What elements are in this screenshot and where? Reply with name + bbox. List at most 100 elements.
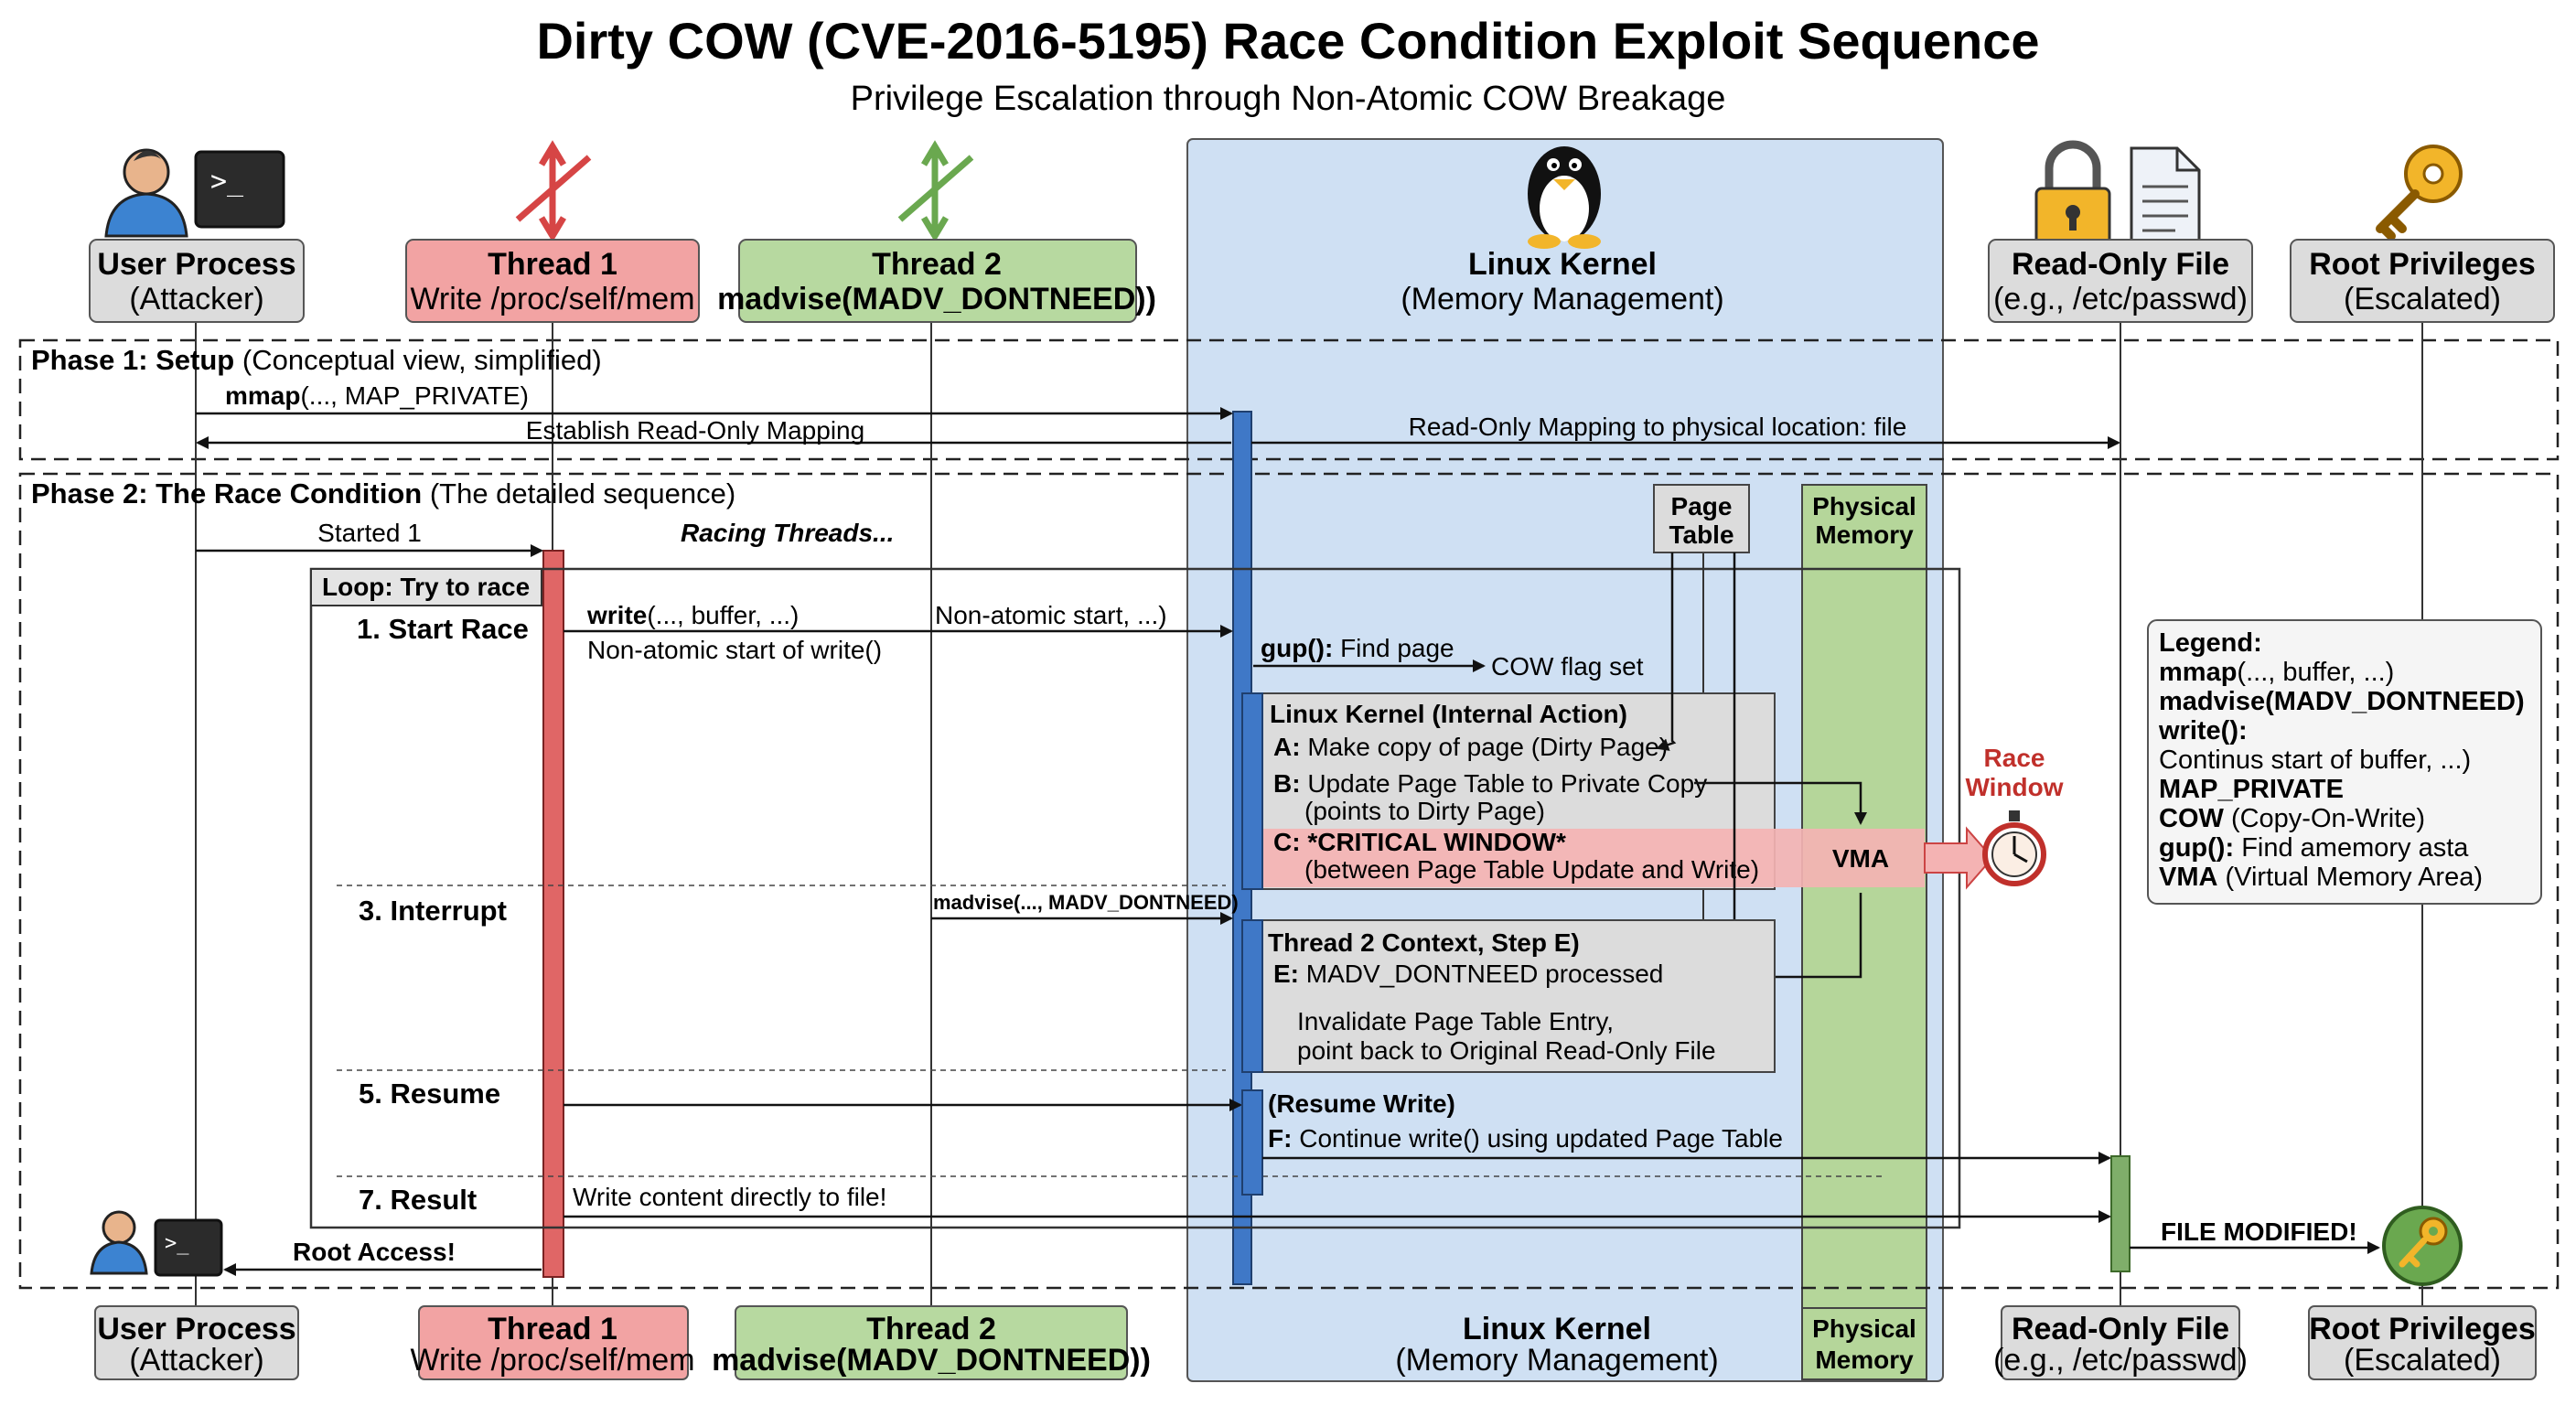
phase2-frame: [18, 472, 2560, 1290]
crossed-arrows-icon: [897, 140, 974, 242]
participant-root-top: Root Privileges (Escalated): [2290, 239, 2555, 323]
resume-activation-bar: [1241, 1089, 1263, 1196]
legend-item: madvise(MADV_DONTNEED): [2159, 687, 2525, 716]
svg-text:(Memory Management): (Memory Management): [1401, 282, 1723, 316]
internal-activation-bar: [1241, 692, 1263, 890]
svg-text:(Escalated): (Escalated): [2344, 1343, 2501, 1378]
race-window-arrow: [1924, 826, 1994, 890]
legend-item: VMA (Virtual Memory Area): [2159, 863, 2483, 892]
svg-text:Write /proc/self/mem: Write /proc/self/mem: [410, 1343, 694, 1378]
key-icon: [2376, 145, 2463, 241]
loop-frame: [309, 567, 1961, 1229]
phase1-label: Phase 1: Setup (Conceptual view, simplif…: [31, 344, 602, 376]
phase1-frame: [18, 338, 2560, 461]
resume-title: (Resume Write): [1268, 1089, 1455, 1118]
loop-label-box: [310, 568, 542, 606]
legend-item: write():: [2158, 716, 2248, 745]
svg-text:(Attacker): (Attacker): [129, 282, 263, 316]
internal-action-title: Linux Kernel (Internal Action): [1270, 700, 1627, 728]
physical-memory-footer: Physical Memory: [1802, 1307, 1927, 1374]
document-icon: [2130, 146, 2201, 247]
participant-root-bottom: Root Privileges (Escalated): [2308, 1305, 2537, 1380]
svg-text:Write /proc/self/mem: Write /proc/self/mem: [410, 282, 694, 316]
madvise-message: madvise(..., MADV_DONTNEED): [933, 891, 1239, 914]
participant-user-bottom: User Process (Attacker): [94, 1305, 299, 1380]
thread2-context-title: Thread 2 Context, Step E): [1268, 928, 1580, 957]
svg-text:User Process: User Process: [97, 247, 295, 282]
svg-text:Root Privileges: Root Privileges: [2309, 247, 2536, 282]
svg-text:Thread 2: Thread 2: [866, 1312, 996, 1346]
non-atomic-short-message: Non-atomic start, ...): [935, 601, 1167, 629]
mmap-message: mmap(..., MAP_PRIVATE): [225, 381, 529, 410]
step-5-label: 5. Resume: [359, 1078, 500, 1110]
svg-text:Read-Only File: Read-Only File: [2012, 1312, 2229, 1346]
legend-item: Continus start of buffer, ...): [2159, 745, 2471, 775]
stopwatch-icon: [1982, 810, 2046, 886]
svg-text:Memory: Memory: [1815, 520, 1914, 549]
step-e: E: MADV_DONTNEED processed: [1273, 960, 1663, 988]
started-message: Started 1: [317, 519, 422, 547]
step-dividers: [337, 885, 1884, 1177]
participant-file-top: Read-Only File (e.g., /etc/passwd): [1988, 239, 2253, 323]
svg-text:>_: >_: [210, 166, 244, 198]
ro-mapping-message: Read-Only Mapping to physical location: …: [1409, 413, 1907, 441]
svg-text:Physical: Physical: [1812, 492, 1916, 520]
file-activation-bar: [2110, 1155, 2131, 1272]
physical-memory-column: [1801, 484, 1927, 1380]
terminal-icon: >_: [194, 150, 285, 229]
participant-thread2-top: Thread 2 madvise(MADV_DONTNEED)): [717, 239, 1156, 323]
participant-thread2-bottom: Thread 2 madvise(MADV_DONTNEED)): [712, 1305, 1151, 1380]
user-icon: [104, 148, 188, 238]
write-message: write(..., buffer, ...): [586, 601, 799, 629]
diagram-title: Dirty COW (CVE-2016-5195) Race Condition…: [536, 12, 2039, 70]
svg-text:Thread 1: Thread 1: [488, 1312, 617, 1346]
crossed-arrows-icon: [515, 140, 592, 242]
step-c-detail: (between Page Table Update and Write): [1304, 855, 1759, 884]
svg-text:Read-Only File: Read-Only File: [2012, 247, 2229, 282]
step-b-detail: (points to Dirty Page): [1304, 797, 1545, 825]
svg-text:(Attacker): (Attacker): [129, 1343, 263, 1378]
legend-item: mmap(..., buffer, ...): [2159, 658, 2394, 687]
svg-text:madvise(MADV_DONTNEED)): madvise(MADV_DONTNEED)): [717, 282, 1156, 316]
vma-label: VMA: [1832, 844, 1889, 873]
svg-text:Linux Kernel: Linux Kernel: [1463, 1312, 1651, 1346]
gup-label: gup(): Find page: [1261, 634, 1454, 662]
step-7-label: 7. Result: [359, 1184, 477, 1216]
svg-text:Thread 2: Thread 2: [872, 247, 1002, 282]
legend-item: gup(): Find amemory asta: [2159, 833, 2469, 863]
legend-item: MAP_PRIVATE: [2159, 775, 2344, 804]
svg-text:madvise(MADV_DONTNEED)): madvise(MADV_DONTNEED)): [712, 1343, 1151, 1378]
svg-text:(Escalated): (Escalated): [2344, 282, 2501, 316]
svg-text:Thread 1: Thread 1: [488, 247, 617, 282]
svg-text:(e.g., /etc/passwd): (e.g., /etc/passwd): [1993, 1343, 2248, 1378]
loop-label: Loop: Try to race: [322, 573, 530, 601]
svg-text:(Memory Management): (Memory Management): [1395, 1343, 1718, 1378]
svg-text:(e.g., /etc/passwd): (e.g., /etc/passwd): [1993, 282, 2248, 316]
step-a: A: Make copy of page (Dirty Page): [1273, 733, 1668, 761]
thread1-activation-bar: [542, 550, 564, 1278]
page-table-header: Page Table: [1653, 484, 1750, 553]
participant-user-top: User Process (Attacker): [89, 239, 305, 323]
participant-thread1-bottom: Thread 1 Write /proc/self/mem: [410, 1305, 695, 1380]
root-access-message: Root Access!: [293, 1238, 456, 1266]
step-e-detail-2: point back to Original Read-Only File: [1297, 1036, 1716, 1065]
establish-mapping-message: Establish Read-Only Mapping: [526, 416, 864, 445]
user-icon: [90, 1210, 148, 1275]
thread2-context-activation-bar: [1241, 919, 1263, 1073]
svg-text:Memory: Memory: [1815, 1346, 1914, 1374]
non-atomic-start-note: Non-atomic start of write(): [587, 636, 882, 664]
race-window-label-2: Window: [1965, 773, 2063, 801]
svg-text:Page: Page: [1671, 492, 1733, 520]
participant-kernel-top: Linux Kernel (Memory Management): [1401, 247, 1723, 316]
thread2-context-box: [1241, 919, 1776, 1073]
diagram-subtitle: Privilege Escalation through Non-Atomic …: [851, 80, 1726, 118]
legend-title: Legend:: [2159, 628, 2262, 658]
terminal-icon: >_: [154, 1218, 223, 1277]
legend: Legend: mmap(..., buffer, ...) madvise(M…: [2147, 619, 2542, 905]
lock-icon: [2034, 140, 2111, 247]
step-b: B: Update Page Table to Private Copy: [1273, 769, 1707, 798]
write-direct-message: Write content directly to file!: [573, 1183, 886, 1211]
participant-thread1-top: Thread 1 Write /proc/self/mem: [405, 239, 700, 323]
participant-kernel-bottom: Linux Kernel (Memory Management): [1395, 1312, 1718, 1378]
step-c: C: *CRITICAL WINDOW*: [1273, 828, 1566, 856]
